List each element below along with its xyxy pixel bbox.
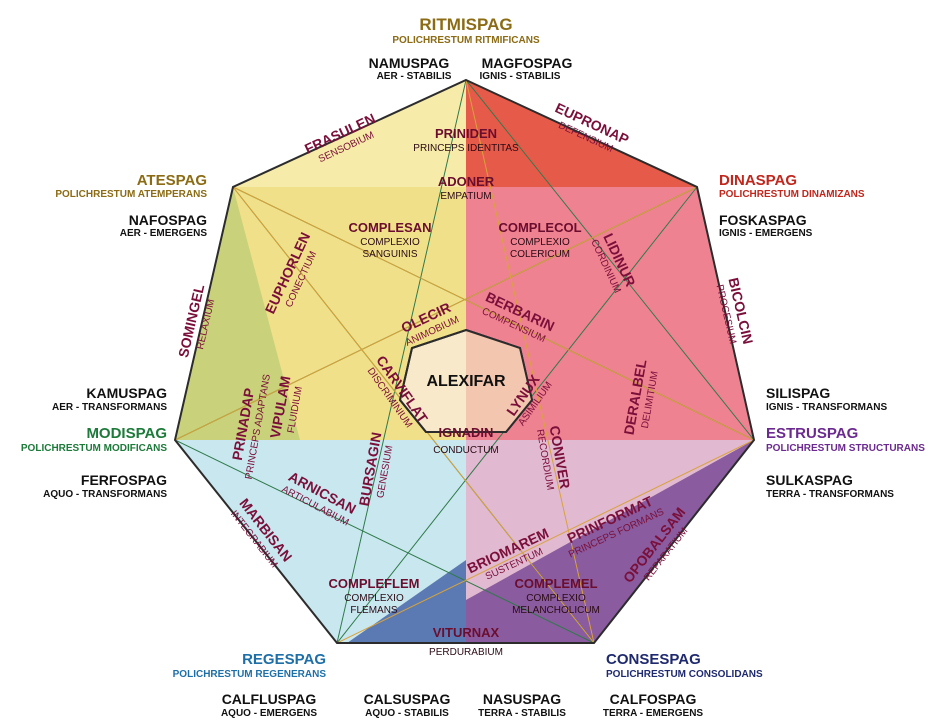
ignadin-sub: CONDUCTUM bbox=[433, 445, 499, 456]
silispag-sub: IGNIS - TRANSFORMANS bbox=[766, 402, 887, 413]
complemel-sub2: MELANCHOLICUM bbox=[512, 605, 600, 616]
complesan-sub2: SANGUINIS bbox=[362, 249, 417, 260]
viturnax-title: VITURNAX bbox=[433, 625, 500, 640]
complemel-title: COMPLEMEL bbox=[514, 576, 597, 591]
regespag-sub: POLICHRESTUM REGENERANS bbox=[173, 669, 327, 680]
complecol-sub2: COLERICUM bbox=[510, 249, 570, 260]
complesan-title: COMPLESAN bbox=[348, 220, 431, 235]
consespag-title: CONSESPAG bbox=[606, 651, 701, 668]
outer-labels: RITMISPAG POLICHRESTUM RITMIFICANS NAMUS… bbox=[21, 15, 925, 719]
sulkaspag-sub: TERRA - TRANSFORMANS bbox=[766, 489, 894, 500]
sulkaspag-title: SULKASPAG bbox=[766, 472, 853, 488]
region-purple bbox=[466, 440, 754, 643]
namuspag-sub: AER - STABILIS bbox=[377, 71, 452, 82]
viturnax-sub: PERDURABIUM bbox=[429, 647, 503, 658]
calfospag-title: CALFOSPAG bbox=[610, 691, 697, 707]
atespag-sub: POLICHRESTUM ATEMPERANS bbox=[55, 189, 207, 200]
ritmispag-sub: POLICHRESTUM RITMIFICANS bbox=[392, 35, 540, 46]
complesan-sub1: COMPLEXIO bbox=[360, 237, 420, 248]
adoner-title: ADONER bbox=[438, 174, 495, 189]
consespag-sub: POLICHRESTUM CONSOLIDANS bbox=[606, 669, 763, 680]
ferfospag-title: FERFOSPAG bbox=[81, 472, 167, 488]
center-label: ALEXIFAR bbox=[426, 373, 506, 390]
atespag-title: ATESPAG bbox=[137, 172, 207, 189]
silispag-title: SILISPAG bbox=[766, 385, 830, 401]
ferfospag-sub: AQUO - TRANSFORMANS bbox=[43, 489, 167, 500]
kamuspag-title: KAMUSPAG bbox=[86, 385, 167, 401]
center-outline bbox=[398, 328, 534, 433]
ritmispag-title: RITMISPAG bbox=[419, 15, 512, 34]
priniden-title: PRINIDEN bbox=[435, 126, 497, 141]
calfospag-sub: TERRA - EMERGENS bbox=[603, 708, 704, 719]
calsuspag-sub: AQUO - STABILIS bbox=[365, 708, 449, 719]
complecol-title: COMPLECOL bbox=[498, 220, 581, 235]
center-node: ALEXIFAR bbox=[398, 328, 534, 433]
region-olive bbox=[175, 187, 300, 440]
center-right-half bbox=[466, 330, 532, 432]
namuspag-title: NAMUSPAG bbox=[369, 55, 450, 71]
complemel-sub1: COMPLEXIO bbox=[526, 593, 586, 604]
inner-labels: PRINIDEN PRINCEPS IDENTITAS ADONER EMPAT… bbox=[329, 126, 600, 658]
star-line-2 bbox=[175, 80, 754, 643]
regespag-title: REGESPAG bbox=[242, 651, 326, 668]
star-lines bbox=[175, 80, 754, 643]
calfluspag-sub: AQUO - EMERGENS bbox=[221, 708, 317, 719]
calfluspag-title: CALFLUSPAG bbox=[222, 691, 317, 707]
foskaspag-sub: IGNIS - EMERGENS bbox=[719, 228, 813, 239]
modispag-title: MODISPAG bbox=[86, 425, 167, 442]
nafospag-title: NAFOSPAG bbox=[129, 212, 207, 228]
nafospag-sub: AER - EMERGENS bbox=[120, 228, 208, 239]
adoner-sub: EMPATIUM bbox=[440, 191, 491, 202]
foskaspag-title: FOSKASPAG bbox=[719, 212, 807, 228]
estruspag-sub: POLICHRESTUM STRUCTURANS bbox=[766, 443, 925, 454]
nasuspag-sub: TERRA - STABILIS bbox=[478, 708, 566, 719]
heptagon-outline bbox=[173, 78, 756, 644]
complecol-sub1: COMPLEXIO bbox=[510, 237, 570, 248]
kamuspag-sub: AER - TRANSFORMANS bbox=[52, 402, 167, 413]
compleflem-sub2: FLEMANS bbox=[350, 605, 398, 616]
estruspag-title: ESTRUSPAG bbox=[766, 425, 858, 442]
dinaspag-title: DINASPAG bbox=[719, 172, 797, 189]
magfospag-sub: IGNIS - STABILIS bbox=[480, 71, 561, 82]
calsuspag-title: CALSUSPAG bbox=[364, 691, 451, 707]
priniden-sub: PRINCEPS IDENTITAS bbox=[413, 143, 519, 154]
nasuspag-title: NASUSPAG bbox=[483, 691, 561, 707]
compleflem-sub1: COMPLEXIO bbox=[344, 593, 404, 604]
modispag-sub: POLICHRESTUM MODIFICANS bbox=[21, 443, 167, 454]
magfospag-title: MAGFOSPAG bbox=[482, 55, 573, 71]
compleflem-title: COMPLEFLEM bbox=[329, 576, 420, 591]
dinaspag-sub: POLICHRESTUM DINAMIZANS bbox=[719, 189, 865, 200]
ignadin-title: IGNADIN bbox=[439, 425, 494, 440]
